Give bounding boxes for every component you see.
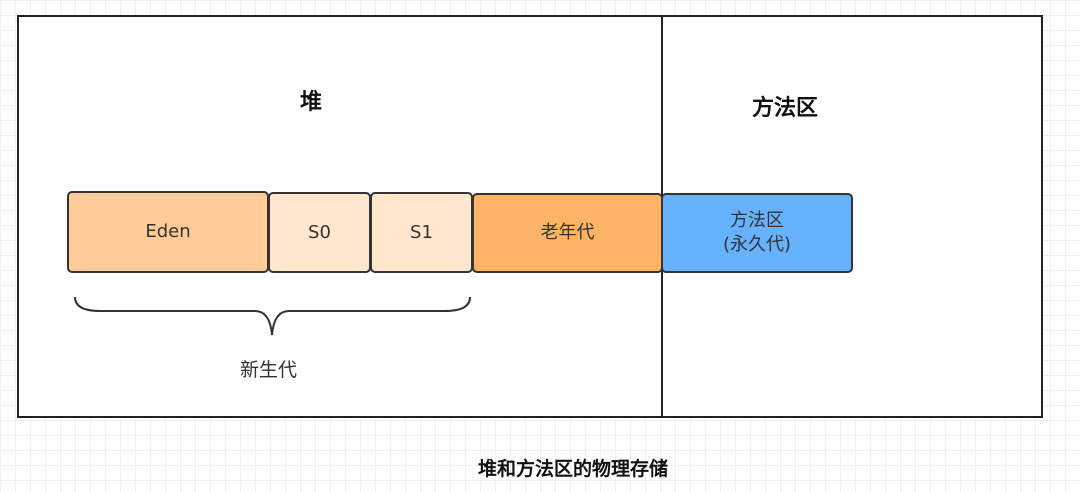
permgen-block: 方法区 (永久代) bbox=[661, 193, 853, 273]
brace-icon bbox=[74, 296, 471, 336]
s1-label: S1 bbox=[410, 221, 433, 243]
old-gen-block: 老年代 bbox=[472, 193, 663, 273]
s1-block: S1 bbox=[370, 192, 473, 273]
method-area-title: 方法区 bbox=[752, 96, 819, 121]
eden-block: Eden bbox=[67, 191, 269, 273]
s0-label: S0 bbox=[308, 221, 331, 243]
s0-block: S0 bbox=[268, 192, 371, 273]
old-gen-label: 老年代 bbox=[540, 222, 595, 243]
heap-title: 堆 bbox=[300, 90, 323, 115]
permgen-label-2: (永久代) bbox=[722, 234, 792, 255]
eden-label: Eden bbox=[145, 221, 191, 242]
permgen-label-1: 方法区 bbox=[730, 210, 784, 231]
diagram-caption: 堆和方法区的物理存储 bbox=[478, 458, 669, 480]
young-gen-label: 新生代 bbox=[240, 359, 298, 381]
